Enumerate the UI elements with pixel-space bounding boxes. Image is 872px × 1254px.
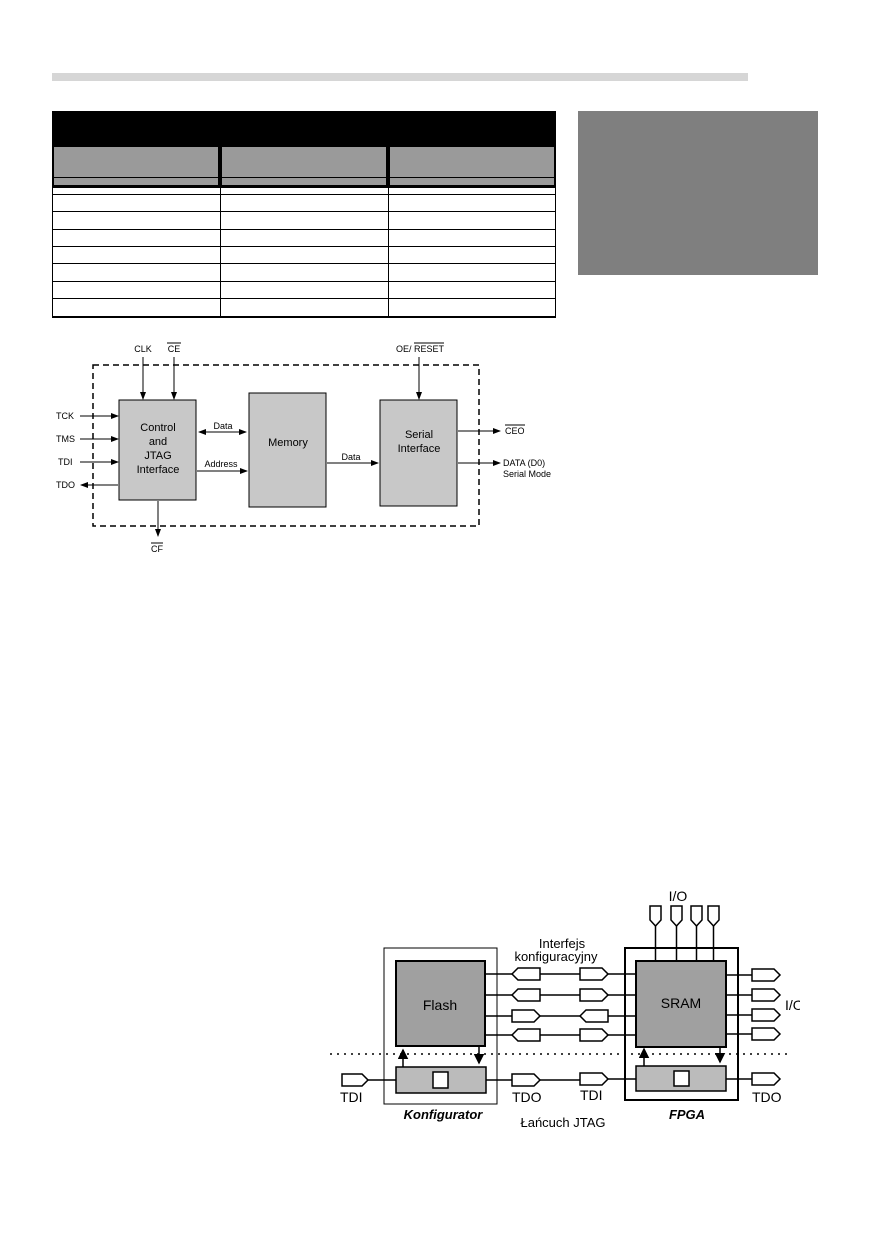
tdo-mid-label: TDO [512, 1089, 542, 1105]
header-cell [54, 147, 218, 185]
table-title-bar [52, 111, 556, 145]
sram-block [635, 960, 727, 1048]
table-row [52, 177, 556, 178]
tdi-left-label: TDI [340, 1089, 363, 1105]
jtag-internal-arrows [397, 1046, 726, 1067]
serial-mode-label: Serial Mode [503, 469, 551, 479]
control-label-2: and [149, 436, 167, 448]
config-interface-lines [485, 967, 636, 1042]
jtag-chain-line [341, 1072, 782, 1087]
data-d0-label: DATA (D0) [503, 458, 545, 468]
serial-label-2: Interface [398, 443, 441, 455]
clk-label: CLK [134, 344, 152, 354]
cf-label: CF [151, 544, 163, 554]
reset-label: RESET [414, 344, 445, 354]
control-label-1: Control [140, 422, 175, 434]
control-label-4: Interface [137, 464, 180, 476]
konfigurator-label: Konfigurator [404, 1107, 484, 1122]
io-top-label: I/O [669, 888, 688, 904]
table-row [52, 211, 556, 212]
control-label-3: JTAG [144, 450, 171, 462]
jtag-chain-label: Łańcuch JTAG [520, 1115, 605, 1130]
tdo-right-label: TDO [752, 1089, 782, 1105]
tdo-label: TDO [56, 480, 75, 490]
oe-label: OE/ [396, 344, 412, 354]
flash-block [395, 960, 486, 1047]
address-bus-label: Address [204, 459, 238, 469]
table-divider [388, 188, 389, 317]
table-border [52, 188, 53, 317]
io-top-pins [649, 905, 720, 961]
table-row [52, 246, 556, 247]
table-border [555, 188, 556, 317]
table-divider [220, 188, 221, 317]
serial-label-1: Serial [405, 429, 433, 441]
interface-label-1: Interfejs [539, 936, 586, 951]
io-right-label: I/O [785, 997, 800, 1013]
device-boundary [92, 364, 480, 527]
tms-label: TMS [56, 434, 75, 444]
fpga-label: FPGA [669, 1107, 705, 1122]
memory-block [248, 392, 327, 508]
table-row [52, 281, 556, 282]
table-row [52, 316, 556, 318]
ce-label: CE [168, 344, 181, 354]
fpga-frame [624, 947, 739, 1101]
konfigurator-frame [383, 947, 498, 1105]
ceo-label: CEO [505, 426, 525, 436]
flash-jtag-cell [432, 1071, 449, 1089]
serial-block [379, 399, 458, 507]
interface-label-2: konfiguracyjny [514, 949, 598, 964]
data-table [52, 111, 556, 318]
flash-label: Flash [423, 997, 457, 1013]
data-out-label: Data [341, 452, 360, 462]
tdi-label: TDI [58, 457, 73, 467]
table-row [52, 263, 556, 264]
memory-label: Memory [268, 437, 308, 449]
side-note-box [578, 111, 818, 275]
control-block [118, 399, 197, 501]
header-rule [52, 73, 748, 81]
table-row [52, 194, 556, 195]
data-bus-label: Data [213, 421, 232, 431]
tck-label: TCK [56, 411, 74, 421]
header-cell [222, 147, 386, 185]
header-cell [390, 147, 554, 185]
block-diagram: Control and JTAG Interface Memory Serial… [56, 342, 551, 554]
table-row [52, 298, 556, 299]
io-right-pins [726, 968, 782, 1041]
tdi-mid-label: TDI [580, 1087, 603, 1103]
fpga-jtag-cell [673, 1070, 690, 1087]
sram-label: SRAM [661, 995, 701, 1011]
jtag-chain-diagram: I/O Interfejs konfiguracyjny Flash SRAM [330, 888, 800, 1130]
table-header-row [52, 145, 556, 188]
table-row [52, 229, 556, 230]
